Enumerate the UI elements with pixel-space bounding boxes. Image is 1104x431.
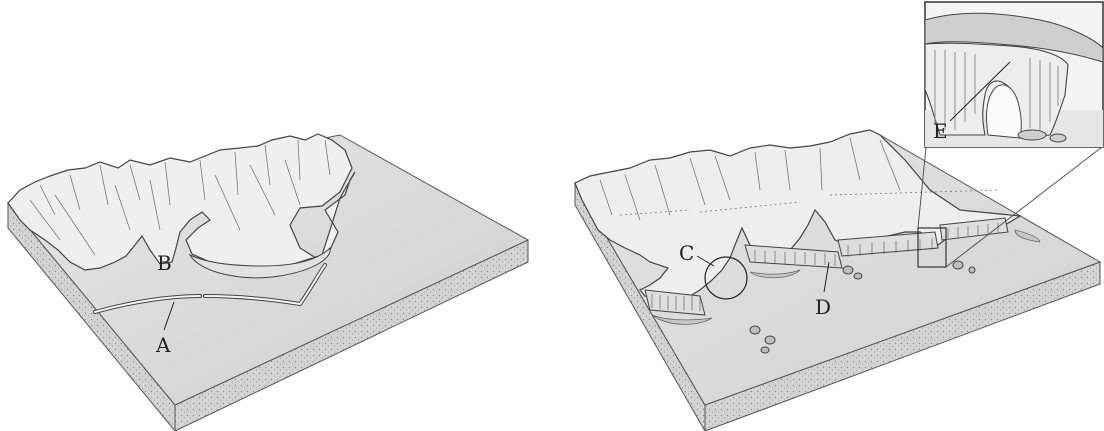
left-block-diagram: B A [8, 134, 528, 431]
right-block-diagram: C D [575, 130, 1102, 431]
label-b: B [157, 251, 172, 275]
label-d: D [815, 295, 831, 319]
inset-detail: E [925, 2, 1103, 150]
label-c: C [679, 241, 694, 265]
label-a: A [155, 333, 171, 357]
label-e: E [933, 119, 948, 143]
